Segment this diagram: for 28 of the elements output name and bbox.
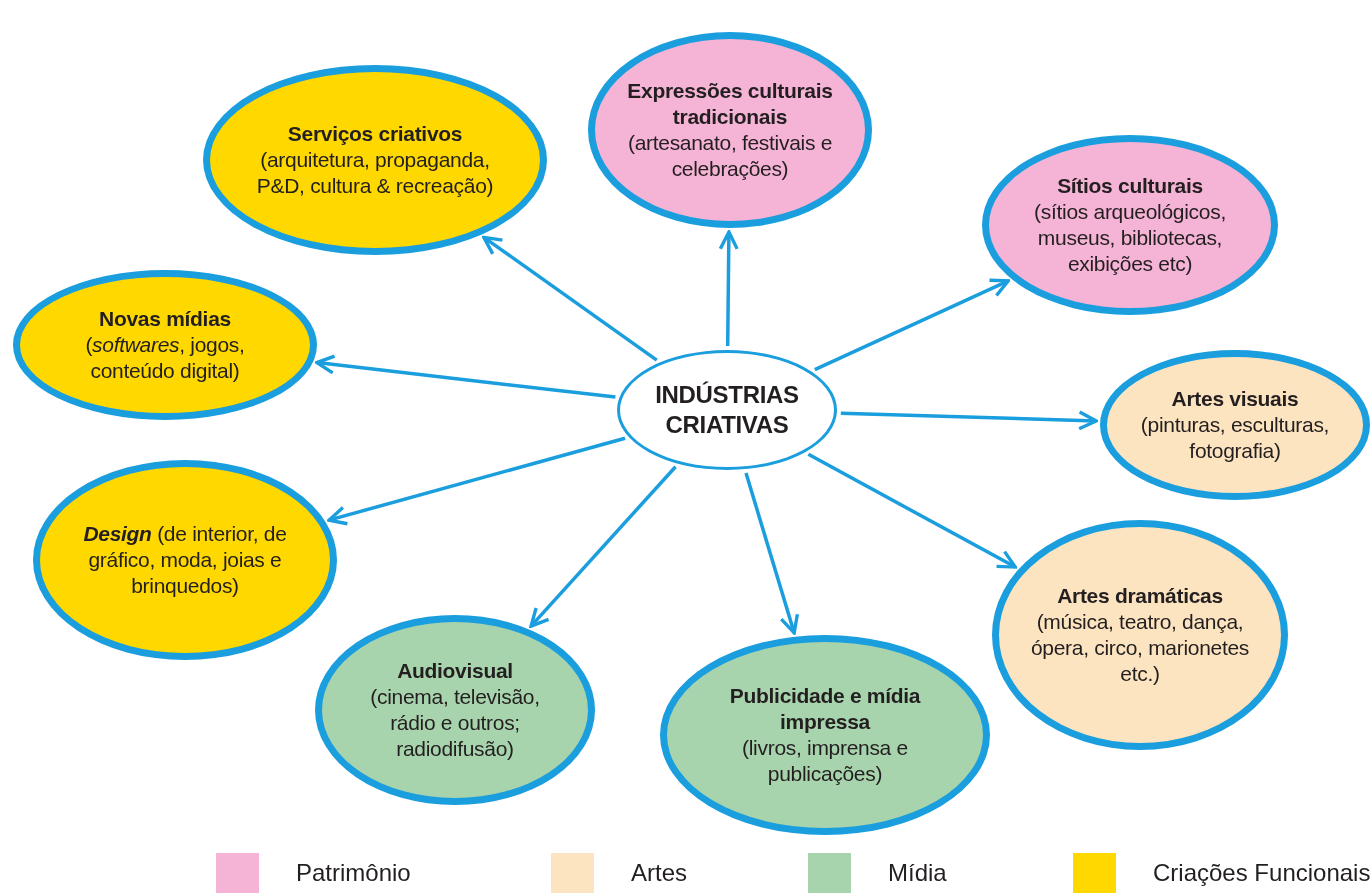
category-description: (livros, imprensa e publicações) [741, 735, 909, 788]
arrow [718, 230, 739, 346]
category-title: Serviços criativos [287, 120, 463, 147]
category-title: Publicidade e mídia impressa [728, 682, 922, 735]
category-title: Artes dramáticas [1057, 582, 1223, 609]
category-description: (artesanato, festivais e celebrações) [626, 130, 834, 183]
category-title: Sítios culturais [1057, 172, 1203, 199]
center-title: INDÚSTRIAS CRIATIVAS [654, 380, 800, 440]
category-description: (pinturas, esculturas, fotografia) [1139, 411, 1331, 465]
arrow [744, 472, 800, 635]
category-description: Design (de interior, de gráfico, moda, joias e brinquedos) [82, 520, 288, 600]
category-description: (arquitetura, propaganda, P&D, cultura & recreação) [255, 146, 495, 200]
arrow [482, 235, 658, 362]
category-description: (música, teatro, dança, ópera, circo, marionetes etc.) [1029, 608, 1251, 688]
legend-label: Patrimônio [296, 859, 411, 887]
category-description: (sítios arqueológicos, museus, bibliotecas, exibições etc) [1033, 198, 1227, 278]
legend-label: Mídia [888, 859, 947, 887]
arrow [327, 436, 626, 526]
legend-label: Artes [631, 859, 687, 887]
category-title: Novas mídias [99, 305, 231, 332]
category-description: (softwares, jogos, conteúdo digital) [84, 331, 246, 385]
arrow [315, 354, 616, 399]
arrow [807, 452, 1017, 569]
category-description: (cinema, televisão, rádio e outros; radiodifusão) [369, 683, 541, 763]
category-title: Audiovisual [397, 657, 513, 684]
legend-label: Criações Funcionais [1153, 859, 1371, 887]
category-title: Expressões culturais tradicionais [626, 77, 834, 130]
category-title: Artes visuais [1171, 385, 1299, 412]
